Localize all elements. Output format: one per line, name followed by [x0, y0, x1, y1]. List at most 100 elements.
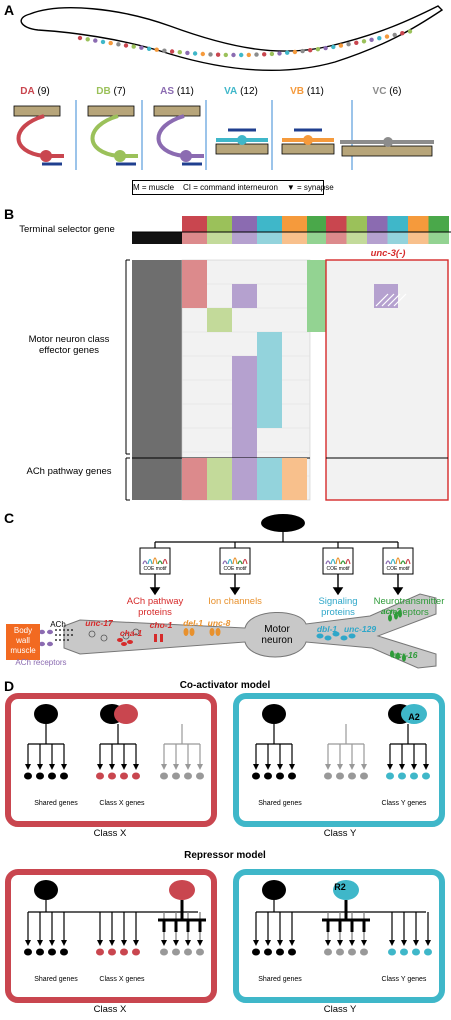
motif-logo: [340, 560, 346, 565]
neuron-dot: [192, 51, 198, 56]
tf: [34, 880, 58, 900]
mutant-selector-col-light: [387, 232, 408, 244]
panel-a: A DA (9) DB (7) AS (11) VA (12) VB (11) …: [0, 0, 451, 200]
target-gene: [264, 948, 272, 956]
ion-channel: [209, 628, 215, 636]
neuron-dot: [384, 34, 390, 39]
cell-body: [180, 150, 192, 162]
neuron-dot: [231, 52, 236, 58]
class-va: VA (12): [224, 86, 258, 97]
arrowhead: [425, 940, 431, 946]
arrowhead: [133, 940, 139, 946]
arrowhead: [109, 940, 115, 946]
neuron-class-schematics: [13, 100, 434, 170]
ion-channel: [183, 628, 189, 636]
tree-arrowhead: [173, 764, 179, 770]
motor-neuron-label: Motor neuron: [261, 624, 293, 646]
gene-unc17: unc-17: [85, 618, 113, 628]
neuron-dot: [315, 47, 321, 52]
cha1-protein: [117, 638, 123, 642]
target-gene: [36, 948, 44, 956]
gene-acr16: acr-16: [392, 650, 418, 660]
muscle-block: [13, 105, 61, 117]
motif-logo: [405, 558, 411, 565]
selector-col: [307, 216, 332, 232]
rep-x-class-label: Class X genes: [99, 976, 145, 983]
mutant-selector-col-light: [326, 232, 347, 244]
selector-col: [232, 216, 257, 232]
gene-row-bar: [132, 260, 182, 500]
neuron-dot: [131, 44, 136, 49]
target-gene: [96, 772, 104, 780]
panel-a-label: A: [4, 2, 15, 18]
cho1-transporter: [154, 634, 157, 642]
selector-col: [282, 216, 307, 232]
neuron-dot: [177, 50, 182, 55]
muscle-block: [215, 143, 269, 155]
ach-receptor: [39, 641, 45, 647]
motif-4-label: COE motif: [386, 566, 410, 572]
ach-molecule: [59, 639, 61, 641]
coact-x-shared-label: Shared genes: [34, 800, 78, 807]
muscle-block: [341, 145, 433, 157]
arrowhead: [289, 940, 295, 946]
selector-col-light: [257, 232, 282, 244]
ach-molecule: [71, 634, 73, 636]
class-da: DA (9): [20, 86, 50, 97]
ach-molecule: [63, 634, 65, 636]
tree-arrowhead: [253, 764, 259, 770]
unc3-mutant-label: unc-3(-): [370, 248, 406, 259]
ach-molecule: [67, 639, 69, 641]
selector-col-light: [307, 232, 332, 244]
synaptic-vesicle: [132, 628, 140, 636]
nt-receptor: [394, 612, 398, 620]
body-wall-muscle-box: Body wall muscle: [6, 624, 40, 660]
tree-arrowhead: [387, 764, 393, 770]
neuron-dot: [400, 31, 405, 36]
motif-3-label: COE motif: [326, 566, 350, 572]
target-gene: [336, 772, 344, 780]
target-gene: [276, 772, 284, 780]
coact-class-y: Class Y: [323, 828, 357, 839]
tree-arrowhead: [349, 764, 355, 770]
target-gene: [348, 772, 356, 780]
ach-molecule: [67, 629, 69, 631]
target-gene: [160, 772, 168, 780]
ach-block: [282, 458, 307, 500]
target-gene: [360, 772, 368, 780]
nt-receptor: [398, 610, 402, 618]
class-as: AS (11): [160, 86, 194, 97]
target-gene: [388, 948, 396, 956]
synaptic-vesicle: [88, 630, 96, 638]
category-signaling: Signaling proteins: [318, 596, 358, 618]
selector-col-light: [232, 232, 257, 244]
neuron-dot: [93, 38, 98, 43]
worm-diagram: [20, 5, 444, 72]
target-gene: [60, 772, 68, 780]
arrowhead: [253, 940, 259, 946]
mutant-selector-col: [408, 216, 429, 232]
cell-body: [40, 150, 52, 162]
target-gene: [336, 948, 344, 956]
neuron-dot: [254, 52, 259, 57]
neuron-dot: [377, 36, 382, 41]
class-db: DB (7): [96, 86, 126, 97]
tree-arrowhead: [161, 764, 167, 770]
target-gene: [184, 948, 192, 956]
mutant-selector-col-light: [428, 232, 449, 244]
tree-arrowhead: [423, 764, 429, 770]
model-diagrams: [5, 693, 445, 1003]
arrowhead: [325, 940, 331, 946]
neuron-dot: [208, 52, 213, 57]
class-vc: VC (6): [372, 86, 402, 97]
neuron-dot: [169, 49, 175, 54]
arrowhead: [361, 940, 367, 946]
tree-arrowhead: [337, 764, 343, 770]
ach-block: [182, 458, 207, 500]
axon-path: [16, 114, 64, 158]
neuron-dot: [185, 50, 190, 56]
panel-a-legend: M = muscle CI = command interneuron ▼ = …: [132, 180, 334, 195]
target-gene: [252, 772, 260, 780]
hatch-line: [381, 293, 395, 307]
motif-logo: [385, 560, 391, 565]
